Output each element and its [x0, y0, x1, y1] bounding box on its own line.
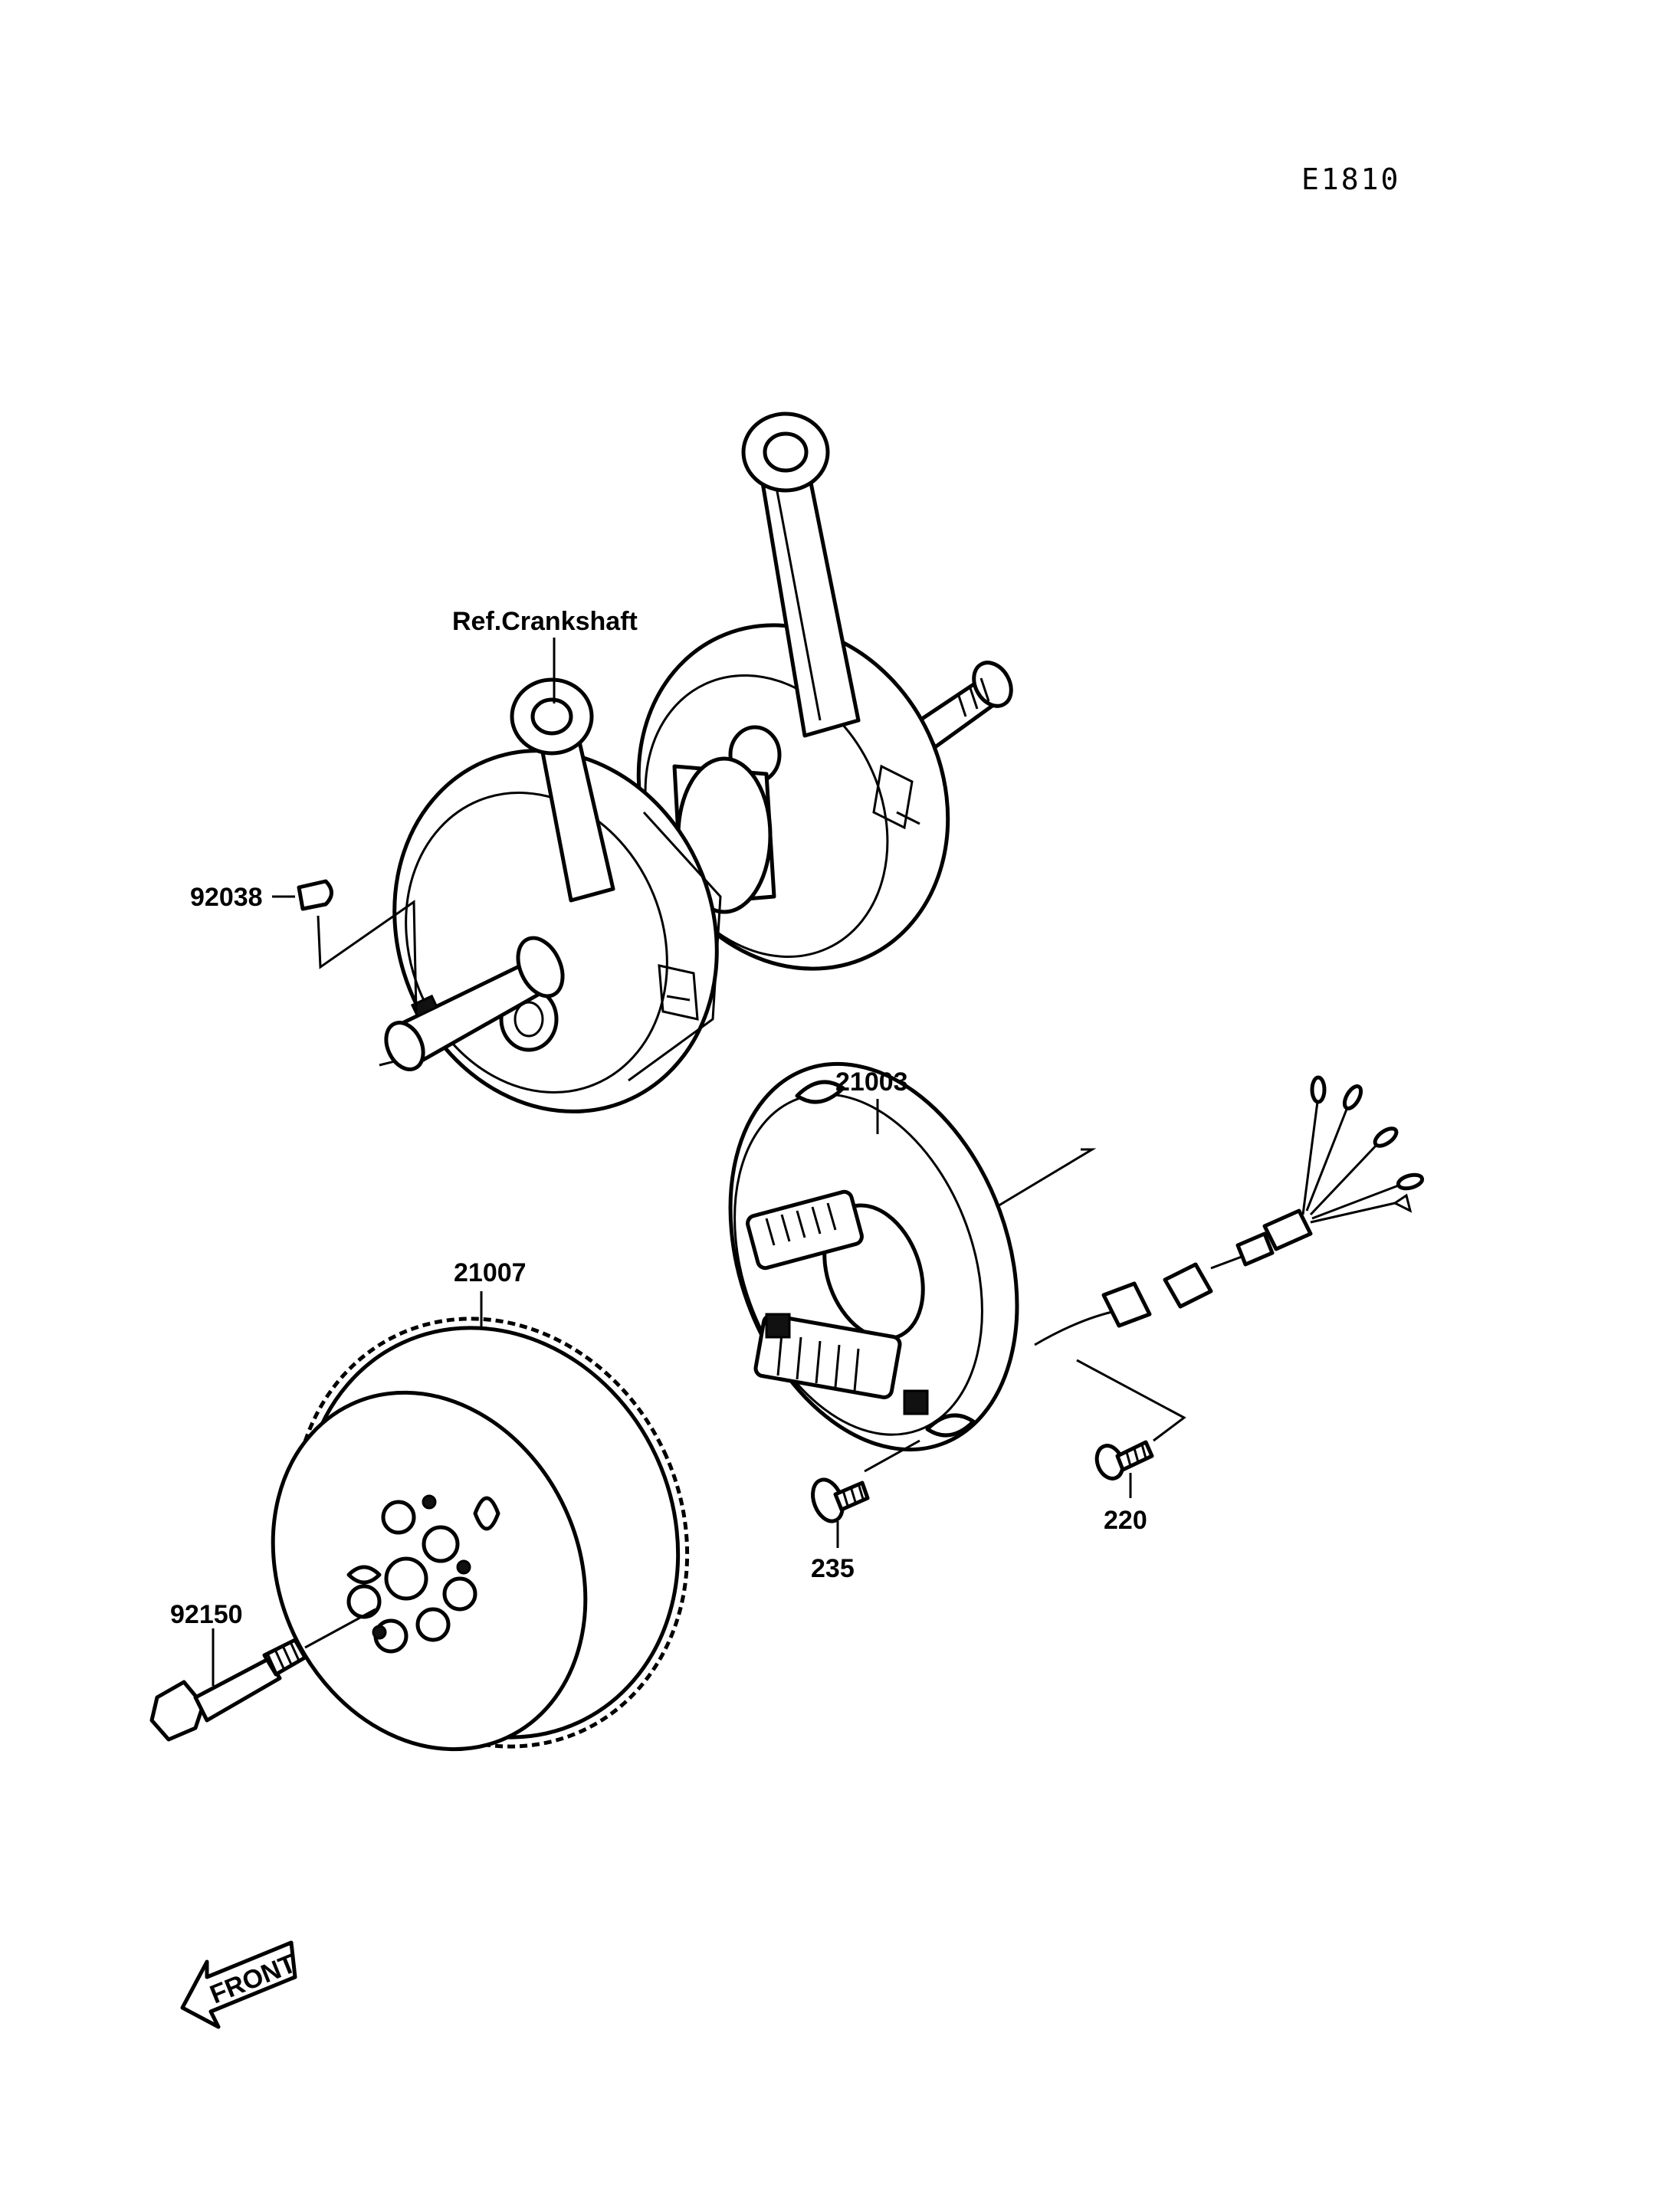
label-rotor: 21007 [454, 1258, 527, 1287]
label-bolt: 92150 [170, 1600, 243, 1629]
leader-screw-220 [1076, 1359, 1186, 1442]
diagram-code: E1810 [1301, 162, 1400, 196]
leader-key [317, 900, 418, 1012]
front-direction-arrow: FRONT [180, 1940, 300, 2029]
label-stator: 21003 [835, 1067, 908, 1097]
label-screw-235: 235 [811, 1554, 855, 1583]
woodruff-key [297, 879, 333, 911]
crankshaft [379, 412, 1013, 1113]
rotor-bolt [149, 1638, 307, 1742]
stator-assembly [728, 1061, 1425, 1452]
screw-235 [811, 1477, 870, 1523]
label-screw-220: 220 [1104, 1506, 1147, 1535]
label-key: 92038 [190, 883, 263, 912]
flywheel-rotor [271, 1317, 690, 1752]
screw-220 [1094, 1440, 1154, 1481]
label-crankshaft-ref: Ref.Crankshaft [452, 607, 638, 636]
